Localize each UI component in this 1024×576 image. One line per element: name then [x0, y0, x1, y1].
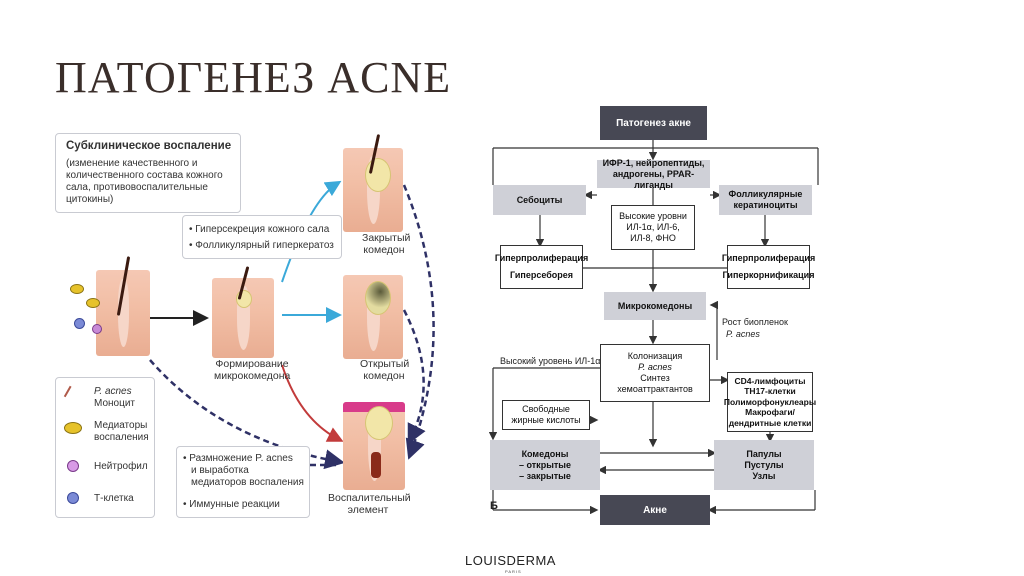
stage-closed-label: Закрытый — [362, 232, 411, 244]
inflammation-item: и выработка — [191, 465, 249, 476]
flow-sebocytes: Себоциты — [493, 185, 586, 215]
flow-microcomedones: Микрокомедоны — [604, 292, 706, 320]
flow-text: Пустулы — [744, 459, 784, 470]
stage-inflam-label: Воспалительный — [328, 492, 411, 504]
factor-item: Фолликулярный гиперкератоз — [189, 240, 334, 252]
factors-box: Гиперсекреция кожного сала Фолликулярный… — [182, 215, 342, 259]
stage-closed-label: комедон — [363, 244, 405, 256]
flow-acne: Акне — [600, 495, 710, 525]
immune-cells-cluster — [68, 278, 108, 338]
subclinical-line: количественного состава кожного — [66, 170, 223, 181]
skin-initial — [96, 256, 150, 356]
flow-text: жирные кислоты — [511, 415, 581, 425]
dash-to-inflam — [149, 359, 345, 470]
inflammation-box: Размножение P. acnes и выработка медиато… — [176, 446, 310, 518]
subclinical-heading: Субклиническое воспаление — [66, 140, 232, 152]
page-title: ПАТОГЕНЕЗ ACNE — [55, 53, 452, 102]
legend-label: Т-клетка — [94, 493, 134, 504]
stage-open-label: Открытый — [360, 358, 410, 370]
flow-text: Гиперпролиферация — [494, 253, 589, 263]
flow-text: кератиноциты — [733, 200, 798, 210]
flow-top: Патогенез акне — [600, 106, 707, 140]
brand-logo-sub: PARIS — [505, 569, 522, 574]
flow-text: Фолликулярные — [728, 189, 803, 199]
flow-text: Синтез — [640, 373, 670, 383]
flow-text: Папулы — [746, 448, 782, 459]
dash-closed-inflam — [402, 184, 435, 460]
flow-text: TH17-клетки — [744, 386, 796, 397]
flow-text: Полиморфонуклеары — [723, 396, 817, 407]
flow-text: ИЛ-8, ФНО — [630, 233, 676, 243]
inflammation-item: Иммунные реакции — [183, 499, 280, 511]
legend-label: P. acnes — [94, 386, 132, 397]
flow-text: – открытые — [519, 459, 571, 470]
inflammation-item: Размножение P. acnes — [183, 453, 293, 465]
flow-text: P. acnes — [638, 362, 672, 372]
skin-microcomedone — [212, 266, 274, 358]
legend-box: P. acnes Моноцит Медиаторы воспаления Не… — [55, 377, 155, 518]
flow-text: P. acnes — [726, 329, 760, 339]
subclinical-line: цитокины) — [66, 194, 114, 205]
flow-igf: ИФР-1, нейропептиды,андрогены, PPAR-лига… — [597, 157, 710, 190]
flow-text: Комедоны — [521, 448, 569, 459]
flow-igf-line: андрогены, PPAR-лиганды — [612, 168, 695, 190]
flow-text: ИЛ-1α, ИЛ-6, — [626, 222, 680, 232]
inflammation-item: медиаторов воспаления — [191, 477, 304, 488]
flow-text: Колонизация — [627, 351, 683, 361]
mediator-icon — [64, 422, 82, 434]
flow-text: Высокие уровни — [619, 211, 687, 221]
legend-label: Моноцит — [94, 398, 135, 409]
flow-text: Узлы — [752, 470, 776, 481]
arrow-to-inflam — [281, 364, 344, 442]
flow-comedones: Комедоны– открытые– закрытые — [490, 440, 600, 490]
flow-text: – закрытые — [519, 470, 571, 481]
neutrophil-icon — [67, 460, 79, 472]
stage-inflam-label: элемент — [347, 504, 389, 516]
flow-text: хемоаттрактантов — [617, 384, 693, 394]
flow-text: Гиперсеборея — [509, 270, 574, 280]
flow-text: Гиперпролиферация — [721, 253, 816, 263]
flow-text: дендритные клетки — [728, 417, 812, 428]
brand-logo: LOUISDERMA — [465, 553, 556, 568]
flow-biofilm: Рост биопленок P. acnes — [722, 316, 788, 340]
factor-item: Гиперсекреция кожного сала — [189, 224, 329, 236]
stage-open-label: комедон — [363, 370, 405, 382]
flow-high-il: Высокий уровень ИЛ-1α — [500, 356, 601, 366]
legend-label: воспаления — [94, 432, 149, 443]
flow-igf-line: ИФР-1, нейропептиды, — [602, 157, 705, 168]
flow-text: CD4-лимфоциты — [734, 375, 806, 386]
flow-text: Свободные — [522, 404, 570, 414]
flow-text: Макрофаги/ — [745, 407, 795, 418]
subclinical-line: (изменение качественного и — [66, 158, 198, 169]
subclinical-box: Субклиническое воспаление (изменение кач… — [55, 133, 241, 213]
t-cell-icon — [67, 492, 79, 504]
flow-b-label: Б — [490, 500, 498, 512]
skin-inflammatory — [343, 402, 405, 490]
dash-open-inflam — [402, 309, 426, 445]
stage-micro-label: Формирование — [215, 358, 289, 370]
flow-text: Рост биопленок — [722, 317, 788, 327]
legend-label: Медиаторы — [94, 420, 148, 431]
stage-micro-label: микрокомедона — [214, 370, 291, 382]
legend-label: Нейтрофил — [94, 461, 148, 472]
flow-text: Гиперкорнификация — [722, 270, 815, 280]
skin-open-comedone — [343, 275, 403, 359]
skin-closed-comedone — [343, 134, 403, 232]
subclinical-line: сала, противовоспалительные — [66, 182, 208, 193]
